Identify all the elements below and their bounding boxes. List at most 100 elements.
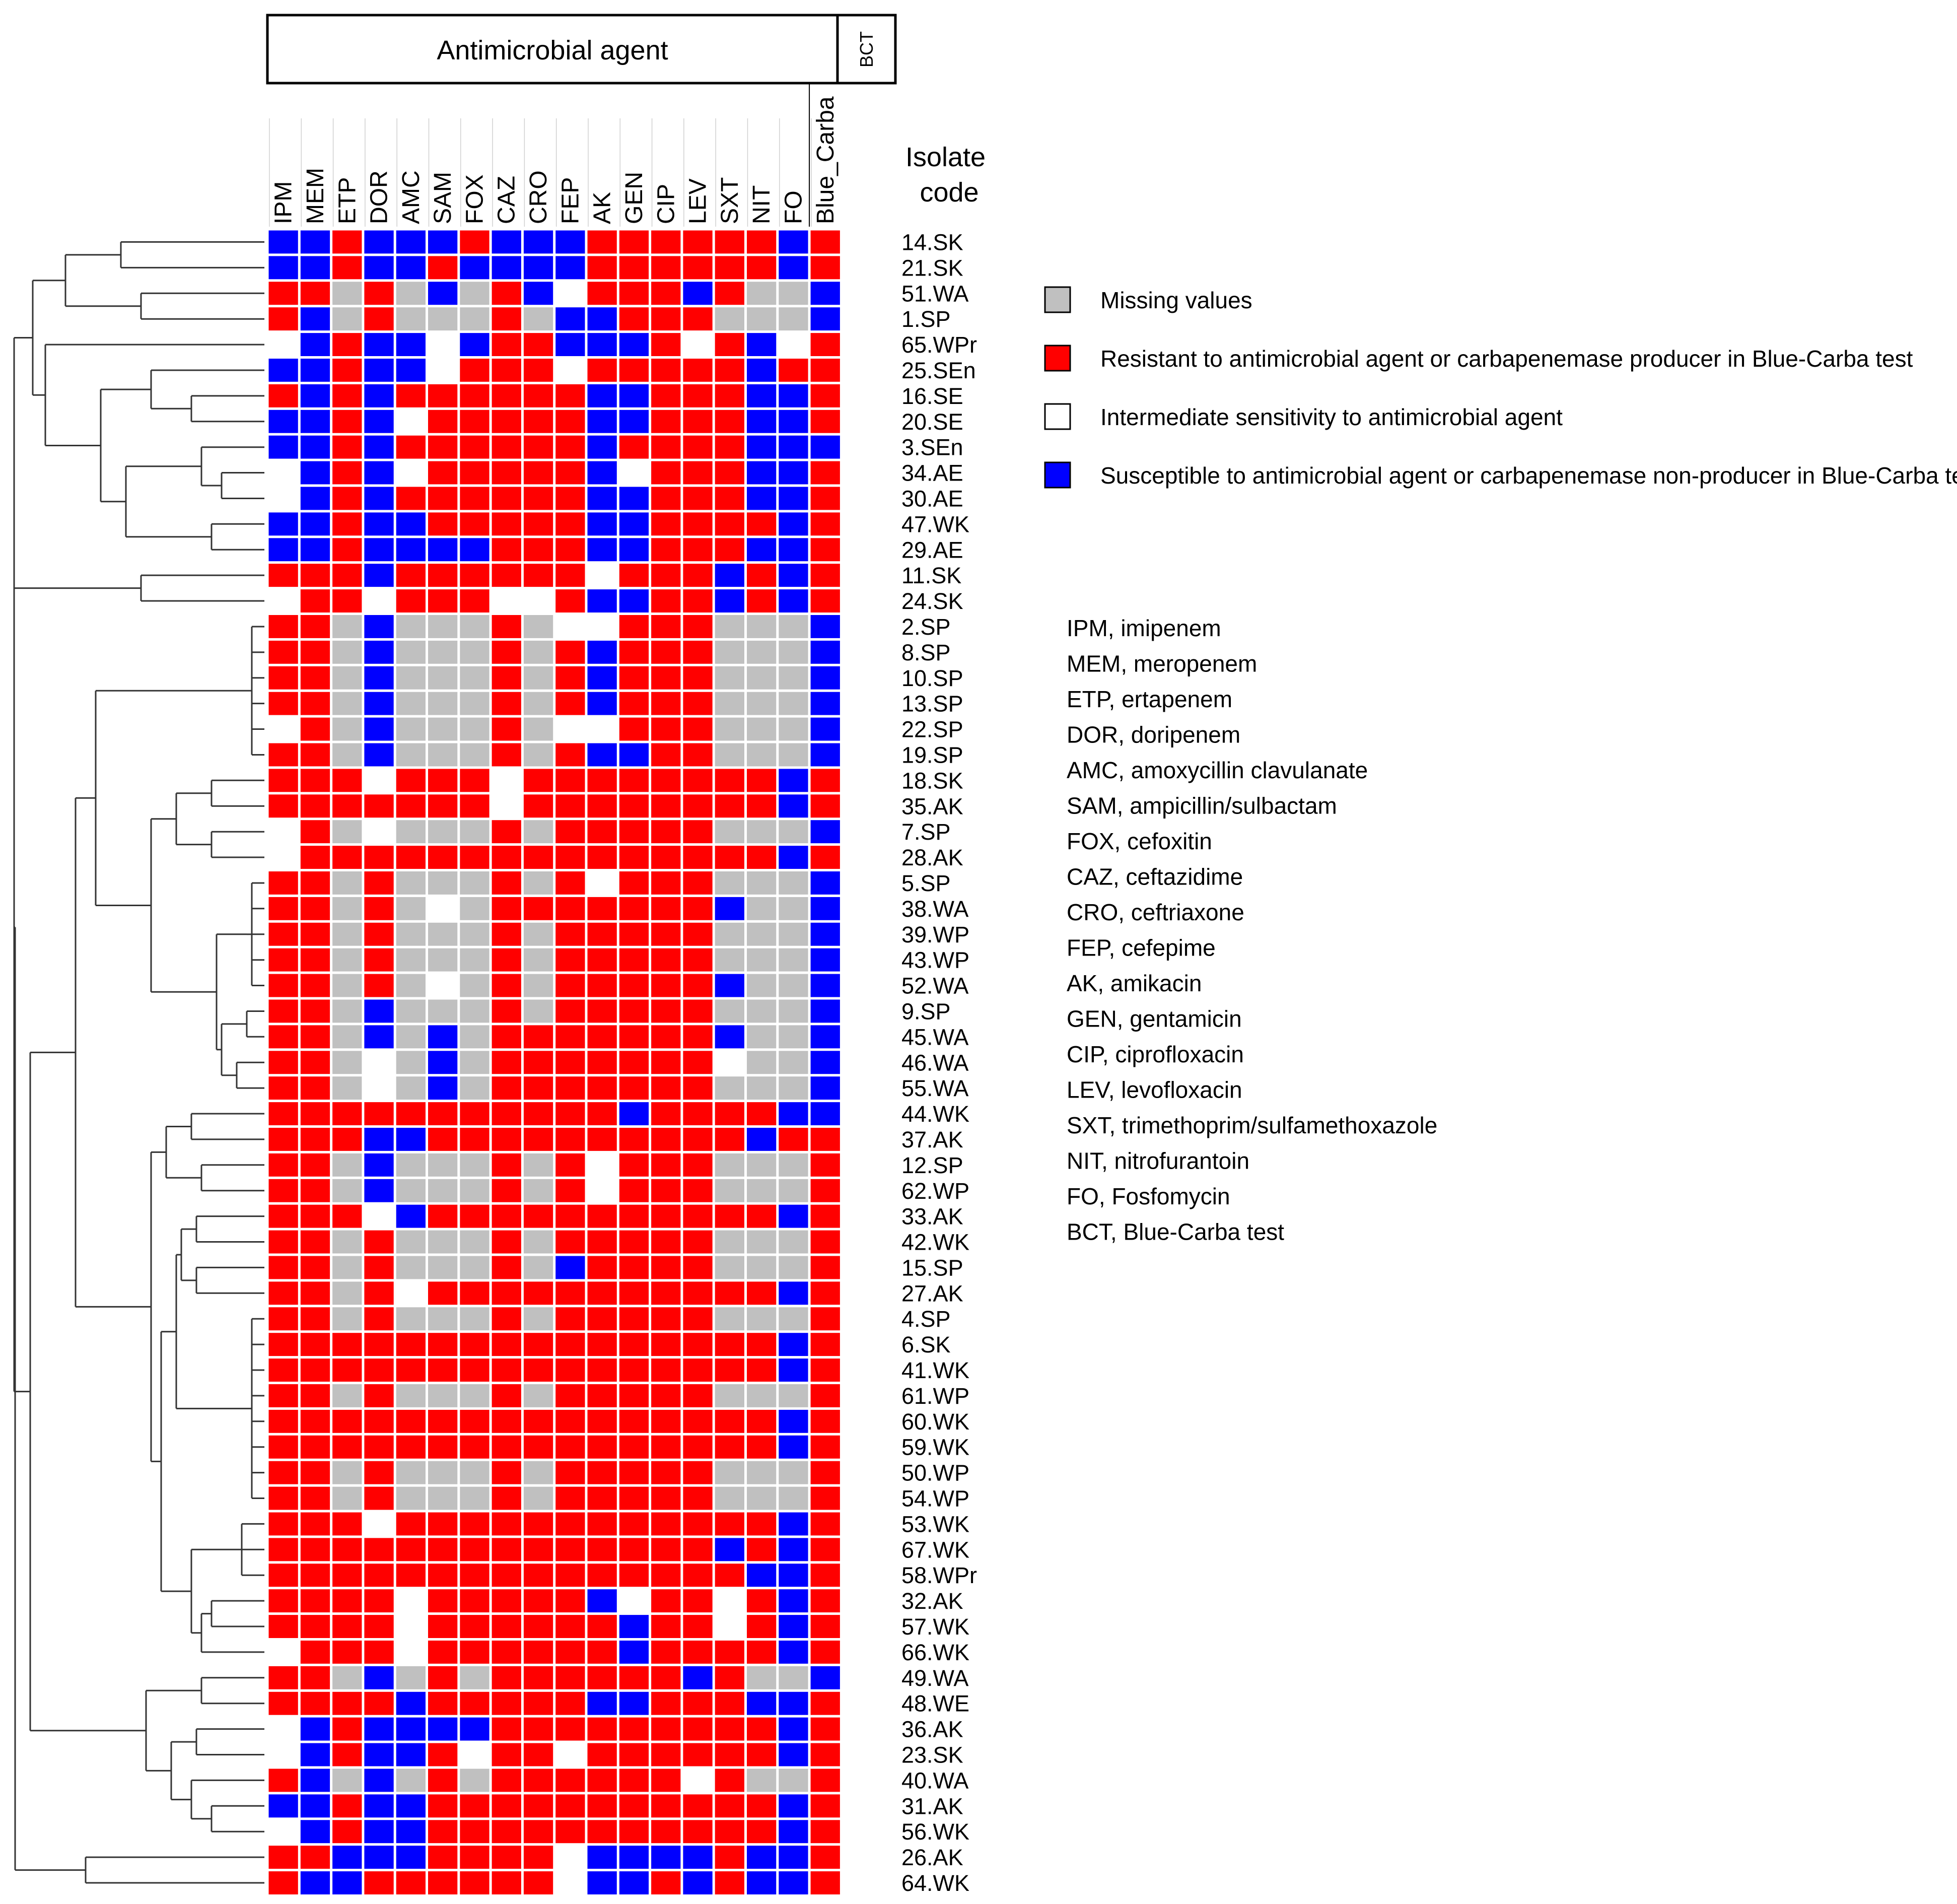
heatmap-cell — [810, 410, 840, 433]
heatmap-cell — [715, 282, 744, 305]
heatmap-cell — [396, 1794, 426, 1818]
heatmap-cell — [810, 1153, 840, 1177]
heatmap-cell — [779, 1358, 808, 1382]
heatmap-cell — [651, 1076, 681, 1100]
heatmap-cell — [460, 1871, 490, 1894]
heatmap-cell — [810, 615, 840, 638]
heatmap-cell — [555, 461, 585, 485]
heatmap-cell — [428, 666, 458, 690]
heatmap-cell — [268, 1384, 298, 1407]
heatmap-cell — [683, 333, 713, 356]
heatmap-cell — [651, 1820, 681, 1844]
row-label: 26.AK — [901, 1845, 963, 1870]
heatmap-cell — [555, 1179, 585, 1202]
heatmap-cell — [396, 1769, 426, 1792]
column-label: GEN — [621, 172, 648, 224]
heatmap-cell — [300, 256, 330, 280]
abbreviation-item: MEM, meropenem — [1067, 651, 1257, 677]
heatmap-cell — [779, 871, 808, 895]
heatmap-cell — [396, 717, 426, 741]
heatmap-cell — [715, 333, 744, 356]
heatmap-cell — [523, 999, 553, 1023]
heatmap-cell — [587, 384, 617, 407]
heatmap-cell — [332, 1794, 362, 1818]
heatmap-cell — [555, 282, 585, 305]
abbreviation-item: FO, Fosfomycin — [1067, 1183, 1230, 1209]
heatmap-cell — [651, 282, 681, 305]
heatmap-cell — [523, 1128, 553, 1151]
heatmap-cell — [810, 487, 840, 510]
heatmap-cell — [715, 1589, 744, 1613]
heatmap-cell — [715, 1102, 744, 1125]
heatmap-cell — [587, 1409, 617, 1433]
row-label: 4.SP — [901, 1306, 951, 1332]
heatmap-cell — [715, 1820, 744, 1844]
heatmap-cell — [268, 1794, 298, 1818]
heatmap-cell — [715, 1204, 744, 1228]
heatmap-cell — [268, 692, 298, 715]
heatmap-cell — [651, 1538, 681, 1561]
heatmap-cell — [364, 1461, 394, 1484]
heatmap-cell — [460, 1486, 490, 1510]
heatmap-cell — [492, 487, 521, 510]
heatmap-cell — [332, 640, 362, 664]
heatmap-cell — [619, 1153, 649, 1177]
heatmap-cell — [428, 1307, 458, 1331]
heatmap-cell — [523, 1256, 553, 1279]
heatmap-cell — [428, 538, 458, 562]
heatmap-cell — [460, 1256, 490, 1279]
heatmap-cell — [555, 564, 585, 587]
heatmap-cell — [364, 1153, 394, 1177]
heatmap-cell — [779, 1025, 808, 1049]
heatmap-cell — [332, 999, 362, 1023]
heatmap-cell — [300, 1615, 330, 1638]
heatmap-cell — [523, 307, 553, 331]
heatmap-cell — [492, 410, 521, 433]
heatmap-cell — [747, 333, 777, 356]
heatmap-cell — [492, 1871, 521, 1894]
heatmap-cell — [587, 1179, 617, 1202]
heatmap-cell — [523, 1538, 553, 1561]
abbreviation-item: DOR, doripenem — [1067, 722, 1240, 748]
heatmap-cell — [300, 410, 330, 433]
heatmap-cell — [683, 1691, 713, 1715]
row-label: 30.AE — [901, 486, 963, 512]
heatmap-cell — [587, 1256, 617, 1279]
heatmap-cell — [268, 1230, 298, 1254]
heatmap-cell — [651, 307, 681, 331]
heatmap-cell — [523, 743, 553, 767]
row-label: 66.WK — [901, 1640, 969, 1665]
heatmap-cell — [810, 1666, 840, 1689]
heatmap-cell — [683, 1076, 713, 1100]
heatmap-cell — [268, 589, 298, 613]
heatmap-cell — [747, 1204, 777, 1228]
heatmap-cell — [268, 1281, 298, 1305]
heatmap-cell — [747, 1615, 777, 1638]
bct-box — [836, 14, 897, 85]
heatmap-cell — [300, 1076, 330, 1100]
row-label: 59.WK — [901, 1435, 969, 1460]
heatmap-cell — [747, 359, 777, 382]
heatmap-cell — [460, 1281, 490, 1305]
heatmap-cell — [492, 1256, 521, 1279]
heatmap-cell — [747, 1538, 777, 1561]
heatmap-cell — [555, 743, 585, 767]
heatmap-cell — [619, 692, 649, 715]
heatmap-cell — [268, 1076, 298, 1100]
abbreviation-item: CRO, ceftriaxone — [1067, 899, 1244, 925]
heatmap-cell — [460, 410, 490, 433]
heatmap-cell — [523, 1409, 553, 1433]
heatmap-cell — [683, 1615, 713, 1638]
heatmap-cell — [683, 1128, 713, 1151]
heatmap-cell — [460, 230, 490, 254]
row-label: 41.WK — [901, 1357, 969, 1383]
heatmap-cell — [460, 1435, 490, 1459]
heatmap-cell — [364, 871, 394, 895]
row-label: 47.WK — [901, 511, 969, 537]
heatmap-cell — [364, 1128, 394, 1151]
heatmap-cell — [268, 1025, 298, 1049]
heatmap-cell — [683, 922, 713, 946]
heatmap-cell — [523, 1384, 553, 1407]
heatmap-cell — [364, 1717, 394, 1741]
